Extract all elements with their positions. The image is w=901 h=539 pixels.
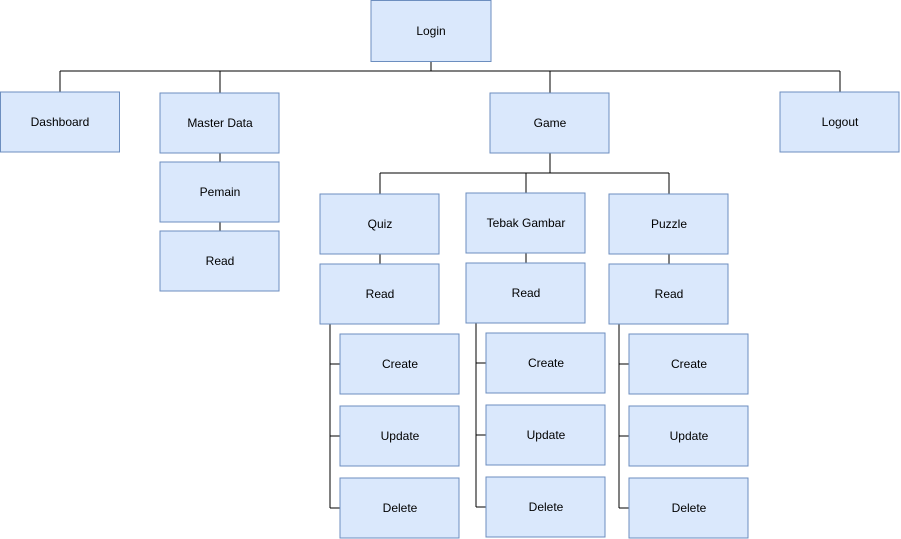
node-puzzle-read: Read	[608, 263, 729, 325]
node-quiz-update: Update	[339, 405, 460, 467]
edge-puzzle-branch	[618, 254, 670, 509]
node-quiz-read: Read	[319, 263, 440, 325]
node-game: Game	[489, 92, 610, 154]
node-logout: Logout	[779, 91, 900, 153]
node-puzzle-delete-label: Delete	[672, 501, 707, 515]
node-logout-label: Logout	[822, 115, 859, 129]
node-tebak-create: Create	[485, 332, 606, 394]
node-quiz-update-label: Update	[381, 429, 420, 443]
node-dashboard: Dashboard	[0, 91, 120, 153]
node-quiz-create: Create	[339, 333, 460, 395]
node-puzzle-update-label: Update	[670, 429, 709, 443]
node-quiz-delete: Delete	[339, 477, 460, 539]
node-login: Login	[370, 0, 492, 62]
node-tebak-read: Read	[465, 262, 586, 324]
node-puzzle-read-label: Read	[655, 287, 684, 301]
edge-game-children	[379, 153, 670, 194]
node-pemain: Pemain	[159, 161, 280, 223]
node-puzzle-delete: Delete	[628, 477, 749, 539]
node-master-data-label: Master Data	[187, 116, 253, 130]
node-master-read: Read	[159, 230, 280, 292]
node-quiz-delete-label: Delete	[383, 501, 418, 515]
node-puzzle-label: Puzzle	[651, 217, 687, 231]
node-master-read-label: Read	[206, 254, 235, 268]
node-login-label: Login	[416, 24, 445, 38]
node-tebak-update: Update	[485, 404, 606, 466]
node-quiz-label: Quiz	[368, 217, 393, 231]
node-puzzle-create: Create	[628, 333, 749, 395]
node-puzzle-update: Update	[628, 405, 749, 467]
node-puzzle-create-label: Create	[671, 357, 707, 371]
node-tebak-update-label: Update	[527, 428, 566, 442]
node-tebak-gambar: Tebak Gambar	[465, 192, 586, 254]
edge-tebak-branch	[475, 253, 527, 508]
node-tebak-delete-label: Delete	[529, 500, 564, 514]
node-quiz: Quiz	[319, 193, 440, 255]
node-puzzle: Puzzle	[608, 193, 729, 255]
node-master-data: Master Data	[159, 92, 280, 154]
node-tebak-delete: Delete	[485, 476, 606, 538]
connectors	[59, 61, 841, 509]
node-quiz-read-label: Read	[366, 287, 395, 301]
node-tebak-create-label: Create	[528, 356, 564, 370]
node-tebak-gambar-label: Tebak Gambar	[487, 216, 566, 230]
node-quiz-create-label: Create	[382, 357, 418, 371]
edge-quiz-branch	[329, 254, 381, 509]
edge-login-children	[59, 61, 841, 93]
node-dashboard-label: Dashboard	[31, 115, 90, 129]
node-tebak-read-label: Read	[512, 286, 541, 300]
node-game-label: Game	[534, 116, 567, 130]
node-pemain-label: Pemain	[200, 185, 241, 199]
